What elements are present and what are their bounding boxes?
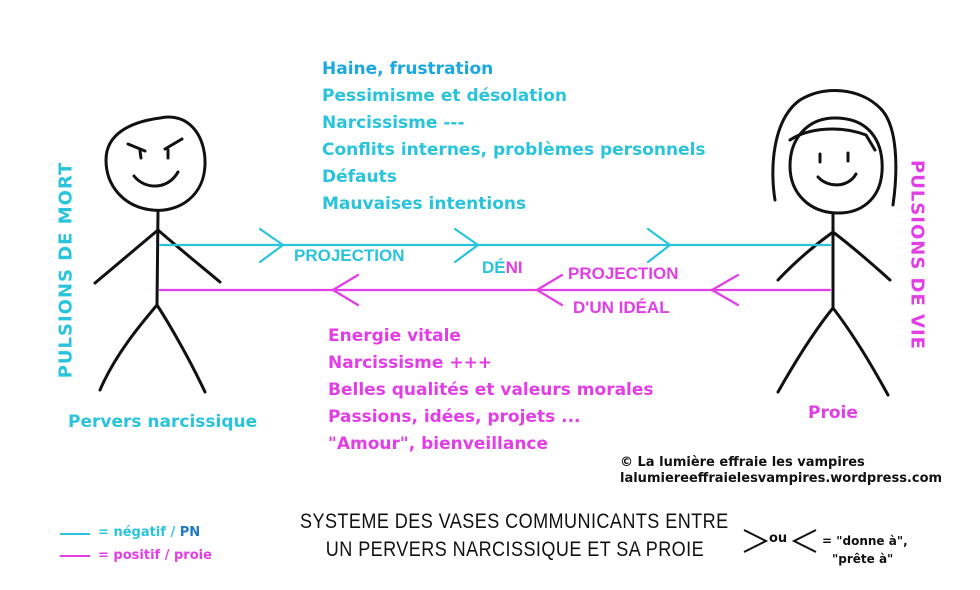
- positive-list-item: Narcissisme +++: [328, 353, 493, 373]
- legend-negative-word: négatif /: [113, 525, 176, 540]
- pervers-smile: [132, 170, 180, 188]
- credit-line-1: © La lumière effraie les vampires: [620, 455, 865, 470]
- symbol-ou: ou: [769, 531, 788, 546]
- deni-label: DÉNI: [482, 258, 523, 278]
- diagram-title: SYSTEME DES VASES COMMUNICANTS ENTRE UN …: [300, 508, 729, 564]
- credit: © La lumière effraie les vampires lalumi…: [620, 455, 942, 487]
- credit-line-2: lalumiereeffraielesvampires.wordpress.co…: [620, 471, 943, 486]
- cyan-chevron-2: [453, 227, 480, 264]
- pulsions-de-vie-label: PULSIONS DE VIE: [906, 160, 928, 350]
- pulsions-de-mort-label: PULSIONS DE MORT: [55, 161, 77, 379]
- deni-part-positive: NI: [505, 258, 523, 277]
- deni-part-negative: DÉ: [482, 258, 506, 277]
- proie-arms: [776, 230, 892, 282]
- symbol-meaning-line1: = "donne à",: [822, 534, 908, 548]
- pervers-right-brow: [163, 137, 184, 151]
- magenta-chevron-2: [535, 273, 564, 307]
- proie-hair: [771, 89, 898, 207]
- negative-list-item: Pessimisme et désolation: [322, 86, 567, 106]
- proie-head: [788, 116, 884, 215]
- legend-negative-target: PN: [179, 525, 201, 540]
- legend-positive: = positif / proie: [98, 548, 212, 563]
- proie-smile: [816, 172, 858, 187]
- proie-figure: [771, 89, 898, 397]
- symbol-meaning-line2: "prête à": [832, 552, 894, 566]
- pervers-left-brow: [126, 142, 147, 153]
- pervers-name: Pervers narcissique: [68, 412, 258, 432]
- negative-list-item: Mauvaises intentions: [322, 194, 527, 214]
- title-line-1: SYSTEME DES VASES COMMUNICANTS ENTRE: [300, 510, 729, 533]
- positive-list-item: Passions, idées, projets ...: [328, 407, 581, 427]
- positive-list-item: "Amour", bienveillance: [328, 434, 549, 454]
- legend-negative-eq: =: [98, 525, 109, 540]
- positive-list-item: Energie vitale: [328, 326, 461, 346]
- pervers-legs: [98, 303, 207, 394]
- proie-name: Proie: [808, 403, 858, 423]
- projection-label: PROJECTION: [294, 246, 405, 265]
- magenta-chevron-3: [331, 273, 360, 307]
- legend-negative: = négatif / PN: [98, 525, 200, 540]
- projection-ideal-line1: PROJECTION: [568, 264, 679, 283]
- negative-list-item: Conflits internes, problèmes personnels: [322, 140, 706, 160]
- negative-list-item: Défauts: [322, 167, 397, 187]
- gives-right-icon: [743, 529, 769, 553]
- positive-arrow: [158, 273, 832, 307]
- proie-legs: [776, 306, 890, 397]
- negative-list: Haine, frustration Pessimisme et désolat…: [322, 56, 706, 218]
- pervers-figure: [93, 115, 222, 394]
- negative-list-header: Haine, frustration: [322, 59, 494, 79]
- negative-list-item: Narcissisme ---: [322, 113, 465, 133]
- positive-list: Energie vitale Narcissisme +++ Belles qu…: [328, 323, 654, 458]
- cyan-chevron-3: [646, 227, 672, 264]
- gives-left-icon: [791, 529, 817, 553]
- projection-ideal-line2: D'UN IDÉAL: [573, 298, 670, 317]
- title-line-2: UN PERVERS NARCISSIQUE ET SA PROIE: [325, 538, 705, 561]
- negative-arrow: [158, 227, 832, 264]
- pervers-left-eye: [138, 149, 143, 160]
- pervers-arms: [93, 228, 222, 285]
- pervers-body: [155, 209, 160, 307]
- magenta-chevron-1: [710, 273, 740, 307]
- cyan-chevron-1: [258, 227, 285, 264]
- pervers-head: [104, 115, 207, 212]
- positive-list-item: Belles qualités et valeurs morales: [328, 380, 654, 400]
